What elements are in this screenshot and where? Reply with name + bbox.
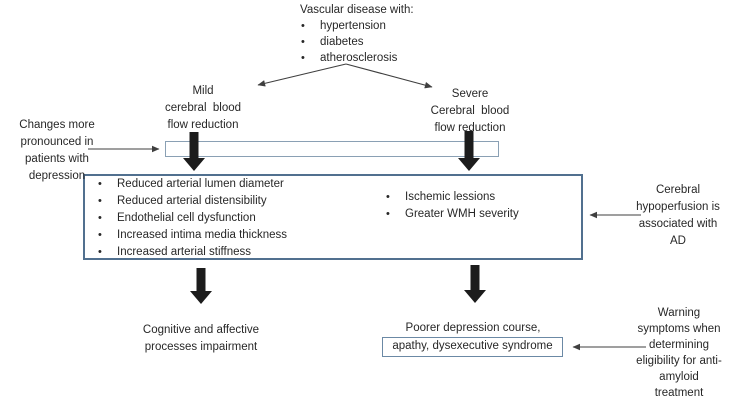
mechanism-item: Reduced arterial distensibility: [95, 193, 287, 210]
mechanism-item: Reduced arterial lumen diameter: [95, 176, 287, 193]
mechanisms-box: [83, 174, 583, 260]
thick-down-arrow-cognitive-icon: [190, 268, 212, 304]
ad-hypoperfusion-annotation: Cerebral hypoperfusion is associated wit…: [636, 184, 720, 247]
apathy-syndrome-box: apathy, dysexecutive syndrome: [382, 337, 563, 357]
horizontal-bar: [165, 141, 499, 157]
thick-down-arrow-depression-icon: [464, 265, 486, 303]
fork-right-arrow-icon: [345, 63, 433, 89]
depression-outcome-label: Poorer depression course,: [405, 322, 541, 334]
lesion-item: Greater WMH severity: [383, 206, 519, 223]
list-item: atherosclerosis: [298, 50, 397, 66]
mechanism-item: Increased intima media thickness: [95, 227, 287, 244]
mechanism-item: Increased arterial stiffness: [95, 244, 287, 261]
list-item: diabetes: [298, 34, 397, 50]
depression-changes-annotation: Changes more pronounced in patients with…: [19, 119, 95, 182]
severe-branch-label: Severe Cerebral blood flow reduction: [430, 88, 510, 134]
vascular-mechanism-list: Reduced arterial lumen diameter Reduced …: [95, 176, 287, 261]
list-item: hypertension: [298, 18, 397, 34]
mechanism-item: Endothelial cell dysfunction: [95, 210, 287, 227]
anti-amyloid-warning-annotation: Warning symptoms when determining eligib…: [636, 307, 722, 399]
top-heading: Vascular disease with:: [300, 4, 414, 16]
lesion-item: Ischemic lessions: [383, 189, 519, 206]
cognitive-outcome-label: Cognitive and affective processes impair…: [142, 324, 260, 353]
fork-left-arrow-icon: [257, 63, 347, 87]
risk-factor-list: hypertension diabetes atherosclerosis: [298, 18, 397, 66]
lesion-list: Ischemic lessions Greater WMH severity: [383, 189, 519, 223]
mild-branch-label: Mild cerebral blood flow reduction: [164, 85, 242, 131]
